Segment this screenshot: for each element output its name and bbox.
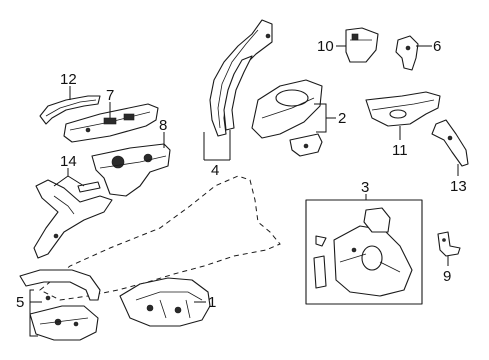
callout-4: 4 <box>211 162 219 179</box>
callout-3: 3 <box>361 179 369 196</box>
part-13-gusset <box>431 119 469 167</box>
part-5-pieces <box>19 269 101 341</box>
leader-4 <box>203 130 231 161</box>
part-4-wheel-arch <box>209 19 273 137</box>
callout-1: 1 <box>208 294 216 311</box>
callout-12: 12 <box>60 71 77 88</box>
part-6-bracket <box>395 35 419 71</box>
part-10-bracket <box>345 27 379 63</box>
callout-14: 14 <box>60 153 77 170</box>
callout-7: 7 <box>106 87 114 104</box>
leader-14 <box>53 168 85 187</box>
leader-2 <box>314 103 336 133</box>
part-11-rail <box>365 91 441 127</box>
part-9-clip <box>437 231 461 257</box>
callout-9: 9 <box>443 268 451 285</box>
callout-5: 5 <box>16 294 24 311</box>
callout-13: 13 <box>450 178 467 195</box>
leader-5 <box>29 289 42 337</box>
callout-6: 6 <box>433 38 441 55</box>
callouts: 12 7 8 14 4 2 10 6 11 13 3 9 1 5 <box>16 38 467 311</box>
body-outline-dashed <box>39 175 281 301</box>
callout-8: 8 <box>159 117 167 134</box>
part-8-panel <box>91 143 171 197</box>
part-14-bracket <box>33 179 113 259</box>
callout-11: 11 <box>392 142 408 159</box>
callout-10: 10 <box>317 38 334 55</box>
part-7-rail <box>63 103 159 143</box>
part-1-wheel-liner <box>119 277 211 327</box>
part-3-box <box>305 199 423 305</box>
callout-2: 2 <box>338 110 346 127</box>
part-2-wheelhouse <box>251 79 323 157</box>
part-12-strip <box>39 95 101 125</box>
leader-lines <box>29 45 459 337</box>
